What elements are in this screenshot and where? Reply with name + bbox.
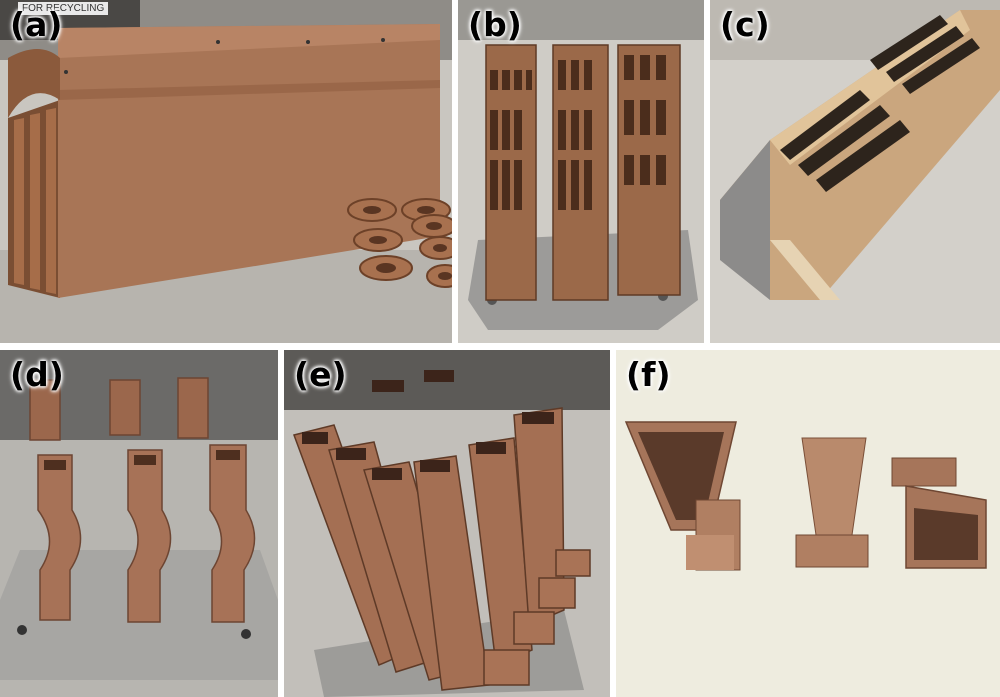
panel-e-label: (e) xyxy=(294,355,347,394)
panel-e-photo xyxy=(284,350,610,697)
panel-a-label: (a) xyxy=(10,5,63,44)
panel-b-photo xyxy=(458,0,704,343)
panel-f-photo xyxy=(616,350,1000,697)
panel-a-photo xyxy=(0,0,452,343)
panel-c-photo xyxy=(710,0,1000,343)
panel-b: (b) xyxy=(458,0,704,343)
panel-d-photo xyxy=(0,350,278,697)
panel-c: (c) xyxy=(710,0,1000,343)
panel-b-label: (b) xyxy=(468,5,522,44)
panel-c-label: (c) xyxy=(720,5,770,44)
panel-d: (d) xyxy=(0,350,278,697)
panel-a: FOR RECYCLING (a) xyxy=(0,0,452,343)
panel-e: (e) xyxy=(284,350,610,697)
panel-d-label: (d) xyxy=(10,355,64,394)
panel-f: (f) xyxy=(616,350,1000,697)
recycling-sticker: FOR RECYCLING xyxy=(18,2,109,15)
panel-f-label: (f) xyxy=(626,355,671,394)
